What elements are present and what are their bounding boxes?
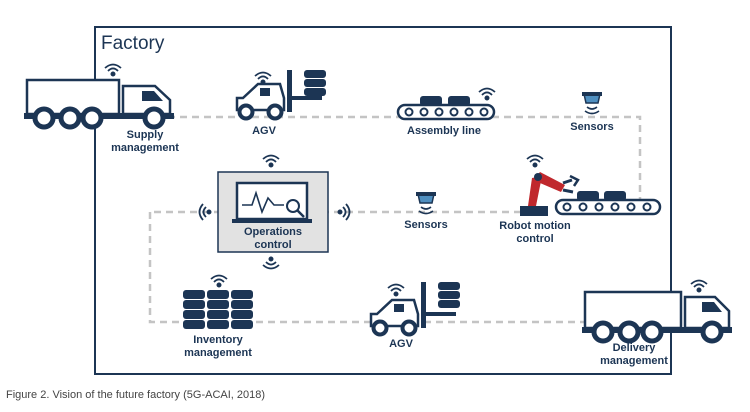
robot-arm-icon: [520, 172, 580, 216]
node-label-operations-control: Operations control: [243, 226, 303, 251]
flow-path: [148, 115, 642, 324]
wifi-icon: [262, 256, 280, 270]
node-label-sensors-middle: Sensors: [404, 219, 448, 231]
node-label-supply: Supply management: [111, 129, 179, 154]
wifi-icon: [262, 154, 280, 168]
agv-forklift-icon: [369, 282, 460, 337]
robot-conveyor-icon: [554, 191, 662, 216]
figure-caption: Figure 2. Vision of the future factory (…: [6, 389, 266, 401]
inventory-tire-stack-icon: [183, 290, 253, 329]
wifi-icon: [337, 203, 351, 221]
wifi-icon: [478, 87, 496, 101]
node-label-sensors-top: Sensors: [570, 121, 614, 133]
factory-frame: [94, 26, 672, 375]
node-label-assembly-line: Assembly line: [407, 125, 481, 137]
wifi-icon: [387, 283, 405, 297]
operations-control-panel: [217, 171, 329, 253]
delivery-truck-icon: [582, 290, 732, 344]
wifi-icon: [104, 63, 122, 77]
node-label-delivery: Delivery management: [600, 342, 668, 367]
wifi-icon: [690, 279, 708, 293]
assembly-line-icon: [396, 96, 496, 121]
supply-truck-icon: [24, 78, 174, 130]
agv-forklift-icon: [235, 70, 326, 121]
wifi-icon: [254, 71, 272, 85]
wifi-icon: [198, 203, 212, 221]
node-label-inventory: Inventory management: [184, 334, 252, 359]
sensor-icon: [582, 92, 602, 115]
wifi-icon: [526, 154, 544, 168]
node-label-agv-top: AGV: [252, 125, 276, 137]
factory-frame-label: Factory: [101, 33, 165, 54]
wifi-icon: [210, 274, 228, 288]
sensor-icon: [416, 192, 436, 215]
node-label-robot-motion-control: Robot motion control: [499, 220, 571, 245]
node-label-agv-bottom: AGV: [389, 338, 413, 350]
